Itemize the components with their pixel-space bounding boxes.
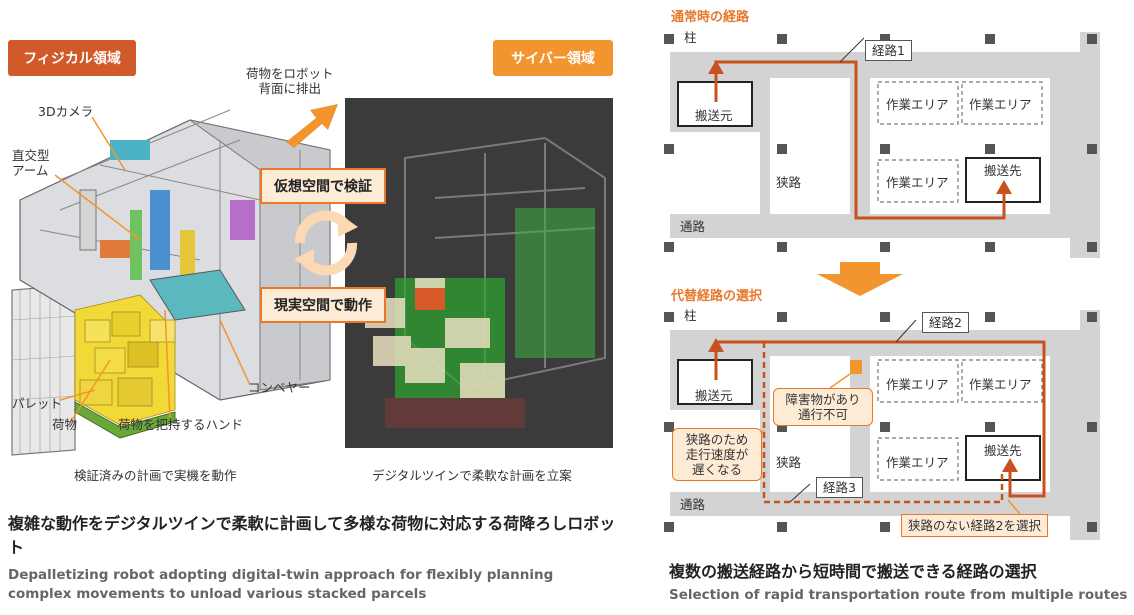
right-title-en: Selection of rapid transportation route …	[669, 587, 1128, 603]
normal-route-map	[664, 32, 1100, 258]
cyber-domain-tag: サイバー領域	[493, 40, 613, 76]
normal-work-area-2: 作業エリア	[969, 97, 1032, 112]
alt-work-area-3: 作業エリア	[886, 455, 949, 470]
normal-work-area-3: 作業エリア	[886, 175, 949, 190]
cycle-arrows-icon	[294, 210, 358, 276]
label-pallet: パレット	[12, 396, 63, 411]
alt-pillar-label: 柱	[684, 308, 697, 323]
alt-route-heading: 代替経路の選択	[671, 289, 763, 304]
label-eject: 荷物をロボット 背面に排出	[246, 66, 334, 96]
caption-cyber: デジタルツインで柔軟な計画を立案	[372, 468, 572, 483]
label-gripper-hand: 荷物を把持するハンド	[118, 417, 244, 432]
label-parcel: 荷物	[52, 417, 78, 432]
route2-label: 経路2	[922, 312, 969, 333]
alt-dest-label: 搬送先	[984, 443, 1022, 458]
normal-source-label: 搬送元	[695, 108, 733, 123]
route3-label: 経路3	[816, 477, 863, 498]
alt-route-map	[664, 310, 1100, 540]
route1-label: 経路1	[865, 40, 912, 61]
alt-work-area-2: 作業エリア	[969, 377, 1032, 392]
digital-twin-render	[345, 98, 613, 448]
choose-route2-note: 狭路のない経路2を選択	[901, 514, 1048, 537]
label-cartesian-arm: 直交型 アーム	[12, 148, 50, 178]
obstacle-note: 障害物があり 通行不可	[773, 388, 873, 426]
alt-work-area-1: 作業エリア	[886, 377, 949, 392]
transition-arrow	[817, 262, 903, 296]
alt-source-label: 搬送元	[695, 388, 733, 403]
label-conveyor: コンベヤー	[248, 380, 311, 395]
eject-arrow	[286, 104, 338, 148]
right-title-jp: 複数の搬送経路から短時間で搬送できる経路の選択	[669, 562, 1037, 581]
label-3d-camera: 3Dカメラ	[38, 104, 94, 119]
left-title-jp: 複雑な動作をデジタルツインで柔軟に計画して多様な荷物に対応する荷降ろしロボット	[8, 514, 616, 557]
normal-narrow-label: 狭路	[776, 175, 802, 190]
alt-aisle-label: 通路	[680, 497, 706, 512]
callout-lines	[54, 116, 251, 421]
normal-work-area-1: 作業エリア	[886, 97, 949, 112]
pillar-label: 柱	[684, 30, 697, 45]
normal-dest-label: 搬送先	[984, 163, 1022, 178]
normal-route-heading: 通常時の経路	[671, 10, 750, 25]
verify-in-virtual-box: 仮想空間で検証	[260, 168, 386, 204]
left-title-en: Depalletizing robot adopting digital-twi…	[8, 567, 554, 602]
normal-aisle-label: 通路	[680, 219, 706, 234]
caption-physical: 検証済みの計画で実機を動作	[74, 468, 237, 483]
alt-narrow-label: 狭路	[776, 455, 802, 470]
operate-in-real-box: 現実空間で動作	[260, 287, 386, 323]
physical-domain-tag: フィジカル領域	[8, 40, 136, 76]
narrow-note: 狭路のため 走行速度が 遅くなる	[672, 428, 762, 481]
